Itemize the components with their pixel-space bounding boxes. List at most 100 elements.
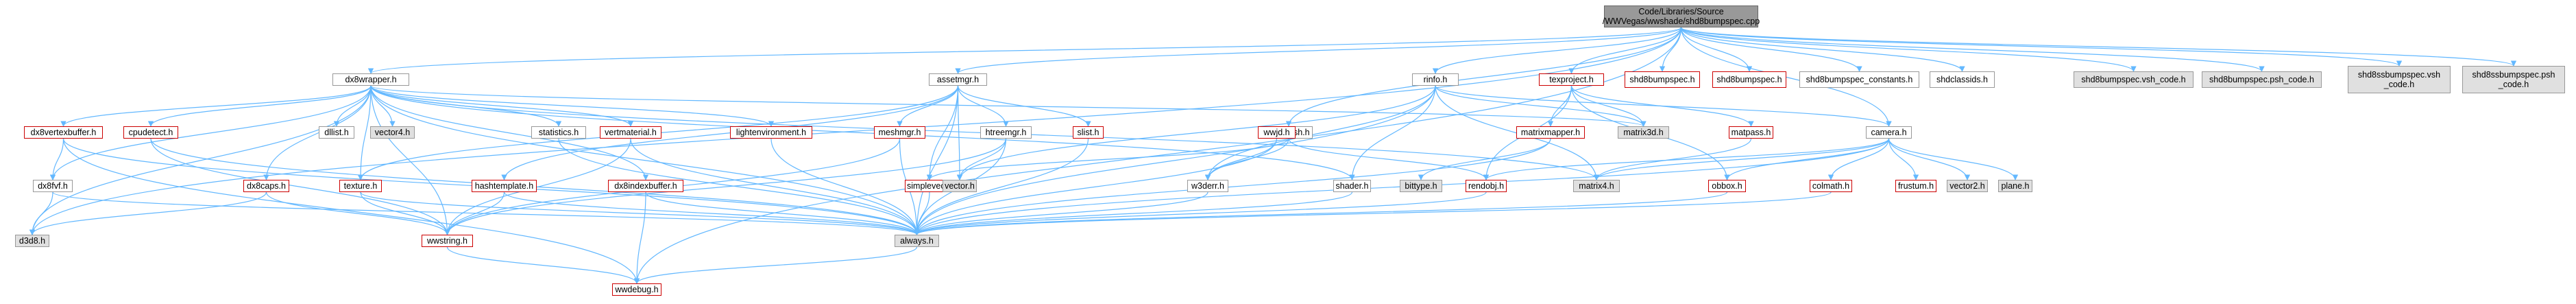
node-dx8wrapper[interactable]: dx8wrapper.h — [332, 73, 409, 86]
edge-dx8caps-to-wwstring — [265, 191, 450, 235]
node-shader[interactable]: shader.h — [1333, 180, 1371, 192]
node-frustum[interactable]: frustum.h — [1895, 180, 1936, 192]
node-wwdebug[interactable]: wwdebug.h — [612, 283, 661, 296]
edge-dx8wrapper-to-d3d8 — [29, 85, 372, 235]
node-shd8ssbumpspec-psh[interactable]: shd8ssbumpspec.psh _code.h — [2462, 66, 2565, 93]
edge-dx8indexbuffer-to-always — [645, 191, 920, 235]
node-vertmaterial[interactable]: vertmaterial.h — [600, 126, 661, 139]
node-htreemgr[interactable]: htreemgr.h — [980, 126, 1032, 139]
edge-rinfo-to-w3derr — [1204, 85, 1436, 180]
edge-root-to-shd8bumpspec-constants — [1680, 27, 1862, 72]
edge-texture-to-always — [360, 191, 920, 235]
node-simplevec[interactable]: simplevec.h — [905, 180, 954, 192]
node-matrixmapper[interactable]: matrixmapper.h — [1516, 126, 1585, 139]
edge-hashtemplate-to-wwstring — [444, 191, 505, 235]
node-vector2[interactable]: vector2.h — [1947, 180, 1988, 192]
edge-wwjd-to-w3derr — [1204, 138, 1278, 180]
node-dx8vertexbuffer[interactable]: dx8vertexbuffer.h — [24, 126, 103, 139]
node-always[interactable]: always.h — [895, 235, 939, 247]
edge-vertmaterial-to-always — [630, 138, 920, 235]
edge-dx8wrapper-to-cpudetect — [147, 85, 372, 127]
node-wwstring[interactable]: wwstring.h — [422, 235, 473, 247]
edge-assetmgr-to-always — [914, 85, 959, 235]
edge-texproject-to-matrix3d — [1570, 85, 1647, 127]
node-cpudetect[interactable]: cpudetect.h — [123, 126, 178, 139]
edge-dx8wrapper-to-dx8vertexbuffer — [60, 85, 372, 127]
edge-dx8wrapper-to-matrix3d — [370, 85, 1647, 127]
node-statistics[interactable]: statistics.h — [531, 126, 586, 139]
edge-root-to-shdmesh — [1285, 27, 1682, 127]
edge-texproject-to-matpass — [1570, 85, 1754, 127]
edge-assetmgr-to-htreemgr — [957, 85, 1009, 127]
node-colmath[interactable]: colmath.h — [1810, 180, 1852, 192]
node-root: Code/Libraries/Source /WWVegas/wwshade/s… — [1602, 5, 1760, 27]
edge-lightenvironment-to-always — [770, 138, 920, 235]
node-rendobj[interactable]: rendobj.h — [1466, 180, 1507, 192]
edge-root-to-shdclassids — [1680, 27, 1965, 72]
edge-root-to-dx8wrapper — [368, 27, 1682, 74]
edge-root-to-assetmgr — [955, 27, 1682, 74]
edge-root-to-rinfo — [1432, 27, 1682, 74]
node-w3derr[interactable]: w3derr.h — [1187, 180, 1228, 192]
edge-rinfo-to-always — [914, 85, 1436, 235]
node-shd8bumpspec-constants[interactable]: shd8bumpspec_constants.h — [1799, 71, 1919, 88]
edge-obbox-to-always — [914, 191, 1728, 235]
node-meshmgr-n[interactable]: meshmgr.h — [874, 126, 925, 139]
edge-root-to-shd8bumpspec-vsh — [1680, 27, 2137, 72]
edge-camera-to-plane — [1888, 138, 2019, 180]
node-shd8bumpspec-psh[interactable]: shd8bumpspec.psh_code.h — [2202, 71, 2322, 88]
edge-root-to-texproject — [1568, 27, 1682, 74]
node-shd8bumpdiff[interactable]: shd8bumpspec.h — [1712, 71, 1786, 88]
node-slist[interactable]: slist.h — [1073, 126, 1104, 139]
node-plane[interactable]: plane.h — [1998, 180, 2032, 192]
edge-root-to-d3d8 — [29, 27, 1682, 235]
edge-dx8wrapper-to-shader — [370, 85, 1355, 180]
node-bittype[interactable]: bittype.h — [1400, 180, 1442, 192]
node-matpass[interactable]: matpass.h — [1729, 126, 1773, 139]
node-shdclassids[interactable]: shdclassids.h — [1930, 71, 1995, 88]
node-dx8fvf[interactable]: dx8fvf.h — [33, 180, 73, 192]
node-matrix3d[interactable]: matrix3d.h — [1618, 126, 1669, 139]
node-vector4[interactable]: vector4.h — [370, 126, 415, 139]
node-dx8caps[interactable]: dx8caps.h — [243, 180, 289, 192]
edge-matrixmapper-to-always — [914, 138, 1551, 235]
node-dllist[interactable]: dllist.h — [319, 126, 354, 139]
edge-root-to-shd8bumpspec-psh — [1680, 27, 2265, 72]
edge-dx8wrapper-to-dx8indexbuffer — [370, 85, 649, 180]
edge-dx8wrapper-to-vertmaterial — [370, 85, 634, 127]
node-obbox[interactable]: obbox.h — [1708, 180, 1746, 192]
edge-slist-to-always — [914, 138, 1089, 235]
node-shd8ssbumpspec-vsh[interactable]: shd8ssbumpspec.vsh _code.h — [2348, 66, 2451, 93]
node-texture[interactable]: texture.h — [339, 180, 382, 192]
edge-matrixmapper-to-bittype — [1418, 138, 1551, 180]
edge-root-to-wwdebug — [633, 27, 1682, 284]
edge-rendobj-to-always — [914, 191, 1487, 235]
node-d3d8[interactable]: d3d8.h — [15, 235, 49, 247]
edge-camera-to-matrix4 — [1593, 138, 1890, 180]
edge-cpudetect-to-wwstring — [150, 138, 450, 235]
edge-wwstring-to-wwdebug — [446, 246, 640, 284]
node-vector[interactable]: vector.h — [943, 180, 977, 192]
edge-matpass-to-matrix4 — [1593, 138, 1752, 180]
node-lightenvironment[interactable]: lightenvironment.h — [730, 126, 812, 139]
edge-rinfo-to-matrix4 — [1435, 85, 1600, 180]
node-shd8bumpspec-vsh[interactable]: shd8bumpspec.vsh_code.h — [2074, 71, 2194, 88]
edge-dx8fvf-to-always — [52, 191, 920, 235]
node-hashtemplate[interactable]: hashtemplate.h — [472, 180, 537, 192]
node-dx8indexbuffer[interactable]: dx8indexbuffer.h — [608, 180, 683, 192]
node-wwjd[interactable]: wwjd.h — [1258, 126, 1296, 139]
edge-root-to-shd8ssbumpspec-vsh — [1680, 27, 2402, 67]
edge-htreemgr-to-wwstring — [444, 138, 1007, 235]
node-camera[interactable]: camera.h — [1866, 126, 1912, 139]
node-shd8bumpspec[interactable]: shd8bumpspec.h — [1625, 71, 1700, 88]
edge-rinfo-to-vector — [956, 85, 1436, 180]
node-matrix4[interactable]: matrix4.h — [1573, 180, 1620, 192]
edge-shader-to-always — [914, 191, 1353, 235]
edge-htreemgr-to-vector — [956, 138, 1007, 180]
edge-dx8wrapper-to-dx8fvf — [49, 85, 372, 180]
edge-dx8wrapper-to-texture — [357, 85, 372, 180]
node-assetmgr[interactable]: assetmgr.h — [929, 73, 987, 86]
node-rinfo[interactable]: rinfo.h — [1412, 73, 1459, 86]
node-texproject[interactable]: texproject.h — [1539, 73, 1604, 86]
